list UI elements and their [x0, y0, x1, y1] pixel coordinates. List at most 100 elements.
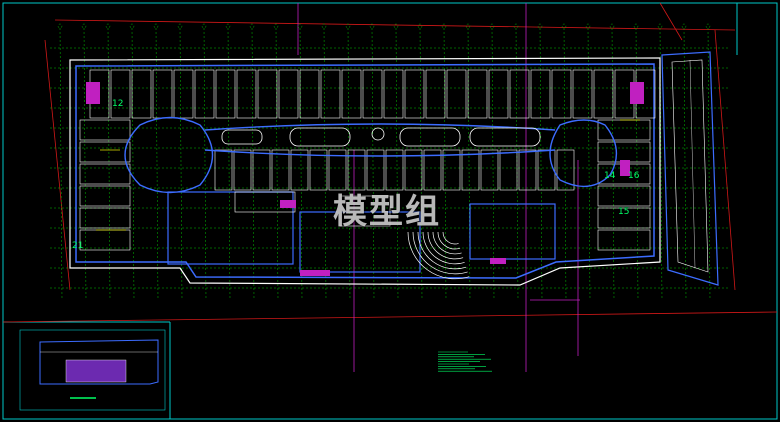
grid-axis-vertical: [419, 27, 423, 301]
seat-row: [412, 231, 468, 275]
axis-bubble: [465, 23, 471, 29]
grid-axis-vertical: [707, 27, 711, 301]
shop-unit: [79, 185, 131, 207]
general-notes: [438, 351, 492, 372]
axis-bubble: [393, 23, 399, 29]
shop-unit: [597, 207, 651, 229]
seat-row: [427, 231, 464, 260]
shop-unit: [518, 149, 537, 191]
shop-unit: [488, 69, 509, 119]
auditorium-seating: [407, 231, 470, 280]
shop-unit: [446, 69, 467, 119]
axis-bubble: [561, 23, 567, 29]
shop-unit: [215, 69, 236, 119]
axis-bubble: [585, 23, 591, 29]
grid-axis-vertical: [563, 27, 567, 301]
shop-unit: [461, 149, 480, 191]
shop-unit: [252, 149, 271, 191]
seat-row: [437, 231, 461, 250]
shop-unit: [233, 149, 252, 191]
axis-bubble: [369, 23, 375, 29]
axis-bubble: [57, 23, 63, 29]
shop-unit: [597, 119, 651, 141]
shop-unit: [173, 69, 194, 119]
shop-unit: [271, 149, 290, 191]
shop-unit: [383, 69, 404, 119]
shop-unit: [597, 229, 651, 251]
room-number-label: 21: [72, 241, 83, 251]
shop-unit: [362, 69, 383, 119]
shop-unit: [299, 69, 320, 119]
grid-axis-vertical: [467, 27, 471, 301]
axis-bubble: [513, 23, 519, 29]
shop-unit: [480, 149, 499, 191]
axis-bubble: [657, 23, 663, 29]
room-number-label: 12: [112, 99, 123, 109]
shop-unit: [385, 149, 404, 191]
grid-axis-vertical: [179, 27, 183, 301]
fixture-marks: [96, 119, 640, 231]
grid-axis-vertical: [491, 27, 495, 301]
shop-unit: [194, 69, 215, 119]
axis-bubble: [177, 23, 183, 29]
room-number-label: 16: [628, 171, 640, 181]
shop-unit: [152, 69, 173, 119]
shop-unit: [442, 149, 461, 191]
seat-row: [417, 231, 467, 270]
shop-unit: [110, 69, 131, 119]
shop-unit: [131, 69, 152, 119]
grid-axis-vertical: [299, 27, 303, 301]
shop-unit: [423, 149, 442, 191]
axis-bubble: [489, 23, 495, 29]
shop-unit: [79, 229, 131, 251]
axis-bubble: [201, 23, 207, 29]
axis-bubble: [81, 23, 87, 29]
shop-unit: [320, 69, 341, 119]
axis-bubble: [129, 23, 135, 29]
right-annex: [661, 51, 719, 286]
grid-axis-vertical: [59, 27, 63, 301]
grid-axis-vertical: [587, 27, 591, 301]
axis-bubble: [417, 23, 423, 29]
axis-bubble: [273, 23, 279, 29]
seat-row: [442, 231, 459, 245]
axis-bubble: [105, 23, 111, 29]
shop-unit: [214, 149, 233, 191]
grid-axis-vertical: [539, 27, 543, 301]
room-number-label: 14: [604, 171, 616, 181]
shop-unit: [597, 185, 651, 207]
axis-grid: [50, 23, 730, 301]
seat-row: [407, 231, 470, 280]
shop-unit: [425, 69, 446, 119]
axis-bubble: [297, 23, 303, 29]
axis-bubble: [441, 23, 447, 29]
axis-bubble: [537, 23, 543, 29]
grid-axis-vertical: [395, 27, 399, 301]
room-number-label: 15: [618, 207, 629, 217]
grid-axis-vertical: [203, 27, 207, 301]
key-plan-inset: [19, 329, 166, 411]
grid-axis-vertical: [371, 27, 375, 301]
shop-rooms: [79, 69, 656, 251]
shop-unit: [530, 69, 551, 119]
axis-bubble: [249, 23, 255, 29]
shop-unit: [556, 149, 575, 191]
grid-axis-vertical: [131, 27, 135, 301]
stair-details: [86, 82, 644, 276]
grid-axis-vertical: [683, 27, 687, 301]
shop-unit: [537, 149, 556, 191]
shop-unit: [341, 69, 362, 119]
shop-unit: [257, 69, 278, 119]
shop-unit: [347, 149, 366, 191]
grid-axis-vertical: [443, 27, 447, 301]
axis-bubble: [153, 23, 159, 29]
shop-unit: [597, 141, 651, 163]
grid-axis-vertical: [347, 27, 351, 301]
axis-bubble: [681, 23, 687, 29]
shop-unit: [236, 69, 257, 119]
grid-axis-vertical: [227, 27, 231, 301]
axis-bubble: [705, 23, 711, 29]
shop-unit: [278, 69, 299, 119]
lower-hall: [167, 191, 556, 273]
shop-unit: [79, 141, 131, 163]
